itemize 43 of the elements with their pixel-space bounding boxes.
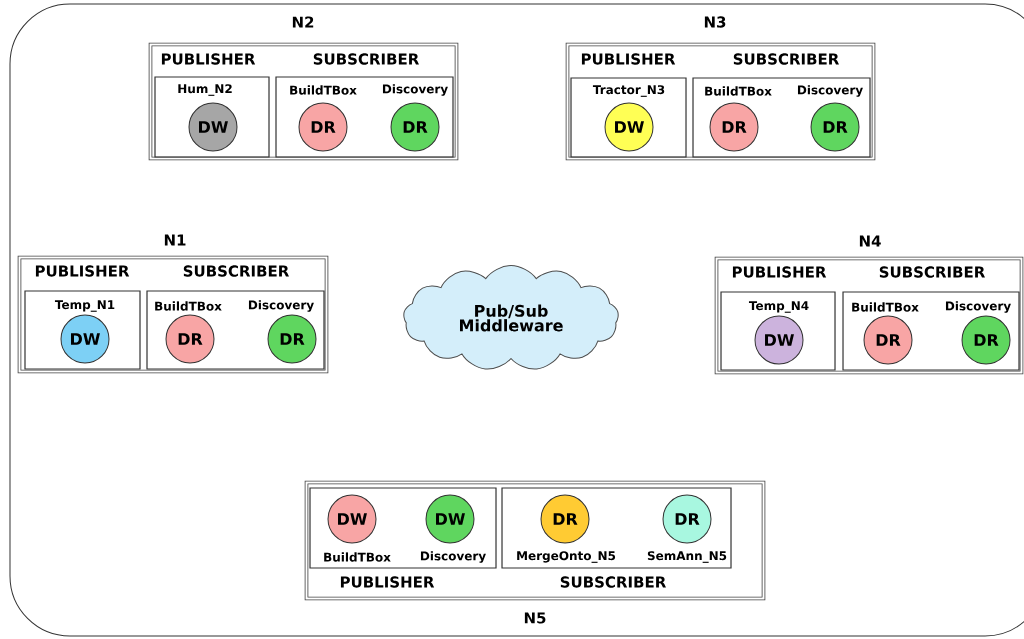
section-box <box>720 291 836 371</box>
section-heading: SUBSCRIBER <box>313 53 419 65</box>
section-heading: PUBLISHER <box>161 53 256 65</box>
component-label: MergeOnto_N5 <box>517 551 616 563</box>
section-box <box>154 76 270 158</box>
section-heading: SUBSCRIBER <box>879 266 985 278</box>
section-heading: SUBSCRIBER <box>560 576 666 588</box>
section-box <box>842 291 1020 371</box>
component-label: Discovery <box>382 84 448 96</box>
component-label: Tractor_N3 <box>592 85 665 97</box>
section-heading: PUBLISHER <box>340 576 435 588</box>
component-label: Hum_N2 <box>178 84 232 96</box>
component-label: Discovery <box>420 551 486 563</box>
section-box <box>501 487 732 569</box>
section-box <box>275 76 454 158</box>
node-title: N1 <box>164 234 186 246</box>
component-label: Discovery <box>946 301 1011 313</box>
section-heading: PUBLISHER <box>581 53 676 65</box>
component-label: Temp_N1 <box>54 300 115 312</box>
middleware-cloud: Pub/Sub Middleware <box>403 265 619 370</box>
section-box <box>309 487 497 569</box>
component-label: BuildTBox <box>324 552 391 562</box>
section-box <box>692 77 871 158</box>
domain-boundary <box>9 3 1024 637</box>
component-label: BuildTBox <box>290 85 357 95</box>
component-label: BuildTBox <box>155 301 222 311</box>
component-label: Temp_N4 <box>748 301 809 313</box>
component-label: Discovery <box>797 85 863 97</box>
section-heading: PUBLISHER <box>732 266 827 278</box>
node-title: N5 <box>524 612 546 624</box>
component-label: BuildTBox <box>705 86 772 96</box>
section-heading: SUBSCRIBER <box>183 265 289 277</box>
component-label: SemAnn_N5 <box>647 551 727 563</box>
node-title: N3 <box>704 16 726 28</box>
section-box <box>24 290 141 370</box>
node-title: N4 <box>859 235 881 247</box>
section-box <box>570 77 687 158</box>
node-title: N2 <box>292 16 314 28</box>
section-box <box>146 290 325 370</box>
section-heading: SUBSCRIBER <box>733 53 839 65</box>
component-label: Discovery <box>248 300 314 312</box>
component-label: BuildTBox <box>852 302 919 312</box>
section-heading: PUBLISHER <box>35 265 130 277</box>
